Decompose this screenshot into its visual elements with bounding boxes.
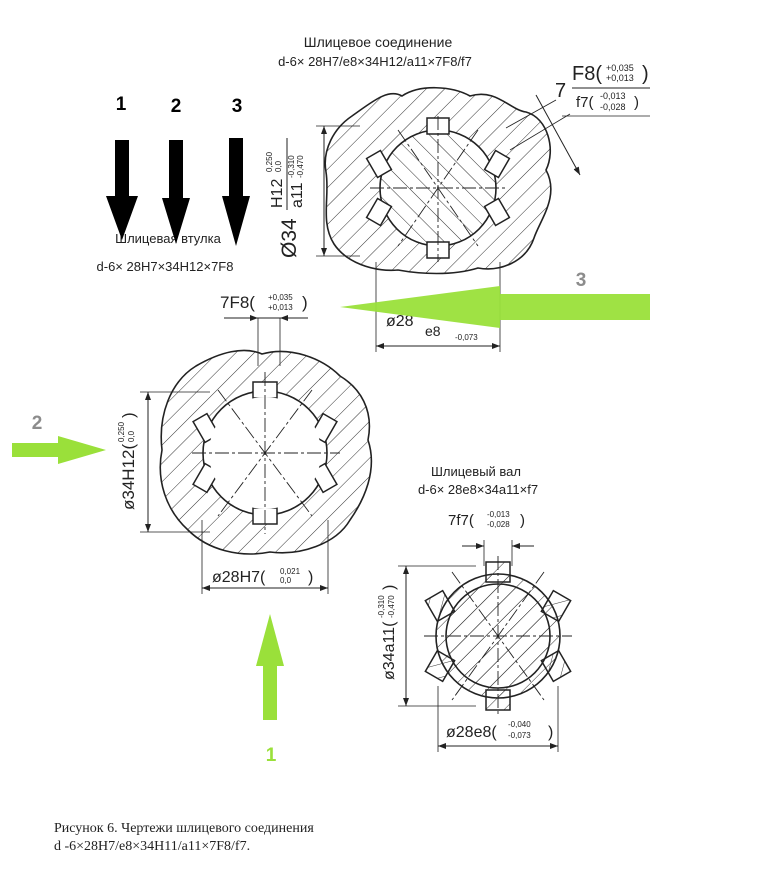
shaft-spec: d-6× 28e8×34a11×f7 [418,482,538,497]
connection-inner-lo: -0,073 [455,333,478,342]
svg-text:0,0: 0,0 [274,160,283,172]
svg-text:+0,035: +0,035 [268,293,293,302]
green-arrow-left [12,436,106,464]
connection-dia-fraction: H12 0,250 0,0 a11 -0,310 -0,470 [265,138,306,210]
svg-text:+0,013: +0,013 [606,73,634,83]
connection-title: Шлицевое соединение [304,34,453,50]
svg-text:): ) [302,293,308,312]
svg-text:ø28H7(: ø28H7( [212,569,266,586]
svg-text:F8(: F8( [572,63,602,85]
svg-text:H12: H12 [269,179,286,208]
black-arrow-label-1: 1 [116,94,127,115]
svg-text:): ) [308,569,313,586]
svg-text:): ) [119,412,138,418]
svg-text:-0,013: -0,013 [487,510,510,519]
svg-text:-0,013: -0,013 [600,91,626,101]
svg-text:0,250: 0,250 [265,151,274,172]
svg-text:-0,470: -0,470 [387,595,396,618]
connection-spec: d-6× 28H7/e8×34H12/a11×7F8/f7 [278,54,472,69]
svg-text:0,0: 0,0 [127,430,136,442]
svg-text:-0,310: -0,310 [287,155,296,178]
bushing-bore [192,381,338,525]
black-arrow-1 [106,140,138,240]
green-arrow-right [340,286,650,328]
connection-width-fraction: F8( +0,035 +0,013 ) f7( -0,013 -0,028 ) [572,63,650,112]
svg-text:-0,073: -0,073 [508,731,531,740]
shaft-drawing: Шлицевый вал d-6× 28e8×34a11×f7 7f7( -0,… [377,464,572,752]
svg-text:ø34a11(: ø34a11( [381,621,398,680]
black-arrow-3 [222,138,250,246]
connection-width-base: 7 [555,80,566,102]
connection-dia-symbol: Ø34 [278,218,301,258]
svg-text:): ) [381,585,398,590]
green-arrows: 3 2 1 [12,270,650,766]
shaft-inner-dia-dim: ø28e8( -0,040 -0,073 ) [446,720,553,741]
green-arrow-left-label: 2 [32,413,43,434]
green-arrow-bottom-label: 1 [266,745,277,766]
svg-text:0,250: 0,250 [117,421,126,442]
bushing-drawing: Шлицевая втулка d-6× 28H7×34H12×7F8 7F8(… [97,231,373,594]
svg-text:): ) [634,94,639,111]
svg-text:0,021: 0,021 [280,567,301,576]
black-arrows: 1 2 3 [106,94,250,246]
svg-text:f7(: f7( [576,94,594,111]
svg-text:): ) [520,512,525,529]
bushing-inner-dia-dim: ø28H7( 0,021 0,0 ) [212,567,313,586]
svg-text:-0,028: -0,028 [487,520,510,529]
shaft-outer-dia-dim: ø34a11( -0,310 -0,470 ) [377,585,398,680]
caption-line-2: d -6×28H7/e8×34H11/a11×7F8/f7. [54,839,250,854]
bushing-title: Шлицевая втулка [115,231,221,246]
bushing-outer-dia-dim: ø34H12( 0,250 0,0 ) [117,412,138,510]
svg-text:7f7(: 7f7( [448,512,474,529]
svg-text:a11: a11 [289,182,306,208]
svg-text:ø34H12(: ø34H12( [119,444,138,510]
connection-inner-dia: ø28 [386,313,414,330]
black-arrow-2 [162,140,190,244]
svg-text:7F8(: 7F8( [220,293,255,312]
shaft-title: Шлицевый вал [431,464,521,479]
svg-text:+0,013: +0,013 [268,303,293,312]
svg-text:): ) [548,724,553,741]
svg-text:-0,040: -0,040 [508,720,531,729]
bushing-width-dim: 7F8( +0,035 +0,013 ) [220,293,308,366]
svg-text:ø28e8(: ø28e8( [446,724,497,741]
svg-text:-0,310: -0,310 [377,595,386,618]
caption-line-1: Рисунок 6. Чертежи шлицевого соединения [54,821,314,836]
green-arrow-right-label: 3 [576,270,587,291]
svg-text:+0,035: +0,035 [606,63,634,73]
svg-text:-0,028: -0,028 [600,102,626,112]
figure-caption: Рисунок 6. Чертежи шлицевого соединения … [54,821,314,854]
black-arrow-label-3: 3 [232,96,243,117]
shaft-width-dim: 7f7( -0,013 -0,028 ) [448,510,534,566]
svg-text:): ) [642,63,649,85]
black-arrow-label-2: 2 [171,96,182,117]
svg-text:-0,470: -0,470 [296,155,305,178]
green-arrow-bottom [256,614,284,720]
bushing-spec: d-6× 28H7×34H12×7F8 [97,259,234,274]
connection-inner-tol: e8 [425,323,441,339]
connection-drawing: Шлицевое соединение d-6× 28H7/e8×34H12/a… [265,34,650,352]
svg-text:0,0: 0,0 [280,576,292,585]
